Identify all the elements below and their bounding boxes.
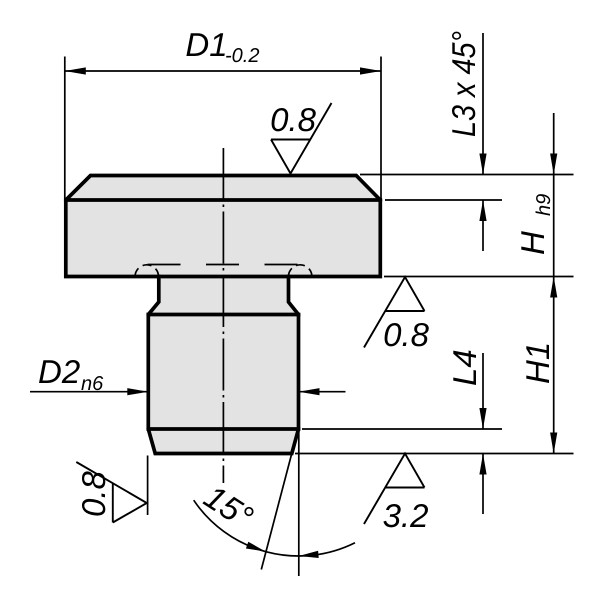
roughness-symbol-icon [75, 461, 149, 524]
l3-arrow-lower [479, 200, 487, 221]
dimension-l4: L4 [295, 349, 574, 514]
roughness-shank-value: 0.8 [75, 470, 112, 517]
h-label: H [514, 231, 551, 255]
angle-label: 15° [198, 478, 260, 536]
l4-label: L4 [446, 349, 483, 386]
angle-arc [192, 499, 356, 557]
l4-arrow-lower [479, 453, 487, 475]
undercut-arc-right [287, 264, 313, 277]
h-arrow-top [550, 153, 558, 175]
d1-label: D1 [185, 26, 227, 63]
surface-finish-pin-bottom: 3.2 [363, 451, 429, 534]
l3-arrow-upper [479, 153, 487, 175]
h-tolerance: h9 [533, 194, 555, 216]
d1-arrow-right [360, 67, 381, 75]
d1-tolerance: -0.2 [225, 45, 259, 67]
roughness-top-value: 0.8 [270, 101, 317, 138]
d2-tolerance: n6 [81, 373, 104, 395]
l4-arrow-upper [479, 408, 487, 429]
roughness-symbol-icon [363, 275, 426, 348]
h1-arrow-bottom [550, 432, 558, 454]
angle-arrow-left [245, 541, 266, 552]
l3-label: L3 x 45° [445, 31, 482, 137]
surface-finish-head-bottom: 0.8 [363, 275, 430, 353]
angle-extension-slanted [260, 454, 293, 570]
angle-arrow-right [298, 550, 319, 558]
roughness-symbol-icon [270, 102, 333, 176]
d2-arrow-left [127, 388, 149, 396]
dimension-l3: L3 x 45° [360, 31, 574, 251]
dimension-h1: H1 [519, 342, 558, 454]
dimension-h: H h9 [384, 113, 574, 454]
undercut-arc-left [134, 264, 160, 277]
roughness-symbol-icon [363, 451, 426, 525]
surface-finish-top-face: 0.8 [270, 101, 333, 176]
surface-finish-shank: 0.8 [75, 455, 149, 524]
d2-label: D2 [38, 353, 80, 390]
d2-arrow-right [298, 388, 320, 396]
h1-label: H1 [519, 342, 556, 384]
roughness-pin-bottom-value: 3.2 [383, 497, 429, 534]
roughness-head-bottom-value: 0.8 [383, 316, 430, 353]
dimension-d2: D2 n6 [30, 353, 346, 396]
h-arrow-bottom [550, 276, 558, 298]
d1-arrow-left [64, 67, 86, 75]
